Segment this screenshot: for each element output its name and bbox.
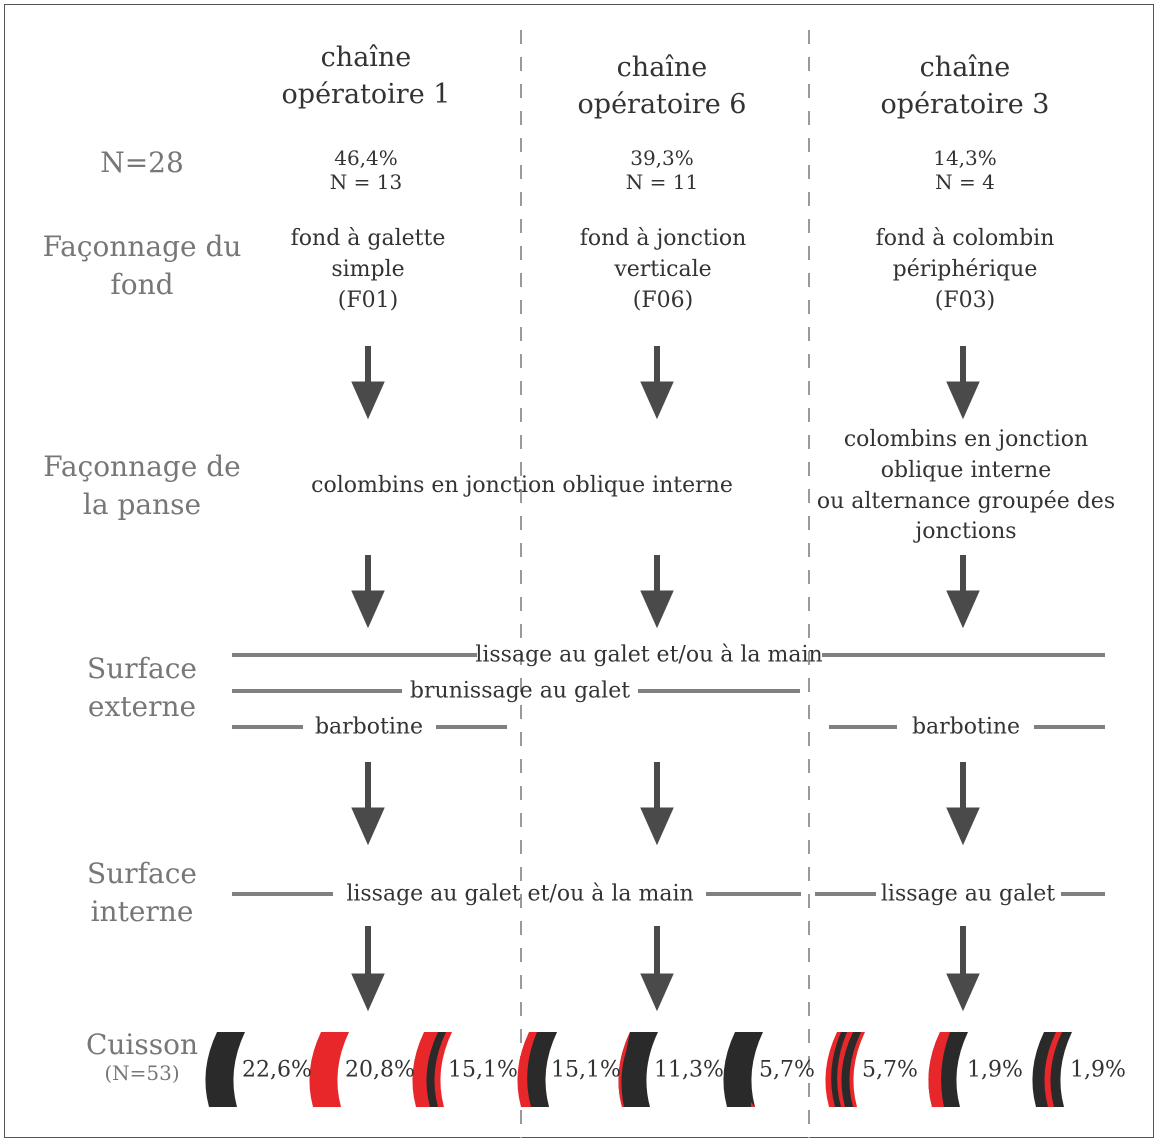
panse-shared: colombins en jonction oblique interne	[311, 473, 733, 498]
diagram-frame	[4, 4, 1154, 1138]
panse-col3-line3: ou alternance groupée des	[816, 488, 1116, 514]
fond-col6-line2: verticale	[614, 256, 712, 282]
cuisson-value-7: 5,7%	[862, 1057, 918, 1083]
row-label-panse: Façonnage de la panse	[43, 448, 240, 523]
row-label-externe: Surface externe	[87, 650, 197, 725]
externe-lissage-label: lissage au galet et/ou à la main	[475, 642, 823, 668]
arrow-1-fond	[351, 346, 385, 420]
row-label-cuisson-n: (N=53)	[104, 1060, 180, 1085]
arrow-3-fond	[946, 346, 980, 420]
cuisson-value-5: 11,3%	[654, 1057, 724, 1083]
fond-col6-code: (F06)	[632, 287, 694, 313]
arrow-6-fond	[640, 346, 674, 420]
externe-barbotine-1-label: barbotine	[314, 714, 424, 740]
arrow-1-externe	[351, 762, 385, 846]
sherd-red-inner-black-outer-icon	[928, 1032, 968, 1107]
fond-col1-line1: fond à galette	[290, 226, 446, 251]
column-3-n: N = 4	[935, 170, 995, 194]
cuisson-value-9: 1,9%	[1070, 1057, 1126, 1083]
sherd-black-thin-red-outer-icon	[618, 1032, 658, 1107]
arrow-6-interne	[640, 926, 674, 1012]
row-label-externe-line2: externe	[87, 689, 197, 723]
arrow-1-panse	[351, 555, 385, 629]
fond-col3-code: (F03)	[934, 287, 996, 313]
column-6-percent: 39,3%	[630, 146, 694, 170]
sherd-black-thin-red-stripe-icon	[1032, 1032, 1072, 1107]
fond-col3: fond à colombin périphérique (F03)	[876, 224, 1055, 316]
arrow-3-externe	[946, 762, 980, 846]
row-label-interne: Surface interne	[87, 855, 197, 930]
column-1-n: N = 13	[329, 170, 403, 194]
sherd-red-icon	[309, 1032, 349, 1107]
arrow-3-interne	[946, 926, 980, 1012]
sherd-red-outer-black-core-icon	[517, 1032, 557, 1107]
column-title-6: chaîne opératoire 6	[578, 50, 747, 123]
column-6-n: N = 11	[625, 170, 699, 194]
column-title-6-line2: opératoire 6	[577, 88, 747, 120]
cuisson-value-1: 22,6%	[242, 1057, 312, 1083]
row-label-panse-line1: Façonnage de	[43, 450, 241, 483]
sherd-black-thin-red-inner-icon	[723, 1032, 763, 1107]
column-6-stats: 39,3% N = 11	[626, 146, 698, 194]
column-title-3-line1: chaîne	[919, 52, 1011, 83]
fond-col1-code: (F01)	[337, 287, 399, 313]
row-label-total: N=28	[100, 146, 184, 179]
cuisson-value-2: 20,8%	[345, 1057, 415, 1083]
fond-col1: fond à galette simple (F01)	[291, 224, 446, 316]
sherd-black-icon	[205, 1032, 245, 1107]
fond-col6-line1: fond à jonction	[579, 226, 747, 251]
fond-col3-line1: fond à colombin	[875, 226, 1055, 251]
interne-lissage-galet-label: lissage au galet	[880, 881, 1056, 907]
row-label-fond-line2: fond	[110, 267, 174, 301]
column-3-percent: 14,3%	[933, 146, 997, 170]
row-label-fond-line1: Façonnage du	[42, 230, 242, 263]
column-3-stats: 14,3% N = 4	[933, 146, 997, 194]
column-title-6-line1: chaîne	[616, 52, 708, 83]
cuisson-value-3: 15,1%	[448, 1057, 518, 1083]
row-label-externe-line1: Surface	[87, 652, 197, 685]
column-title-1-line2: opératoire 1	[281, 78, 451, 110]
panse-col3-line4: jonctions	[915, 519, 1017, 545]
arrows	[351, 346, 980, 1012]
column-title-1: chaîne opératoire 1	[282, 40, 451, 113]
row-label-interne-line1: Surface	[87, 857, 197, 890]
column-title-1-line1: chaîne	[320, 42, 412, 73]
row-label-interne-line2: interne	[90, 894, 194, 928]
externe-brunissage-label: brunissage au galet	[409, 678, 631, 704]
column-1-stats: 46,4% N = 13	[330, 146, 402, 194]
cuisson-value-6: 5,7%	[759, 1057, 815, 1083]
interne-lissage-label: lissage au galet et/ou à la main	[346, 881, 694, 907]
sherd-red-black-stripes-icon	[825, 1032, 865, 1107]
fond-col1-line2: simple	[331, 256, 405, 282]
arrow-6-panse	[640, 555, 674, 629]
row-label-fond: Façonnage du fond	[43, 228, 242, 303]
sherd-red-black-inner-red-icon	[412, 1032, 452, 1107]
column-title-3: chaîne opératoire 3	[881, 50, 1050, 123]
fond-col3-line2: périphérique	[892, 256, 1038, 282]
externe-barbotine-3-label: barbotine	[911, 714, 1021, 740]
panse-col3-line2: oblique interne	[880, 457, 1052, 483]
cuisson-value-8: 1,9%	[967, 1057, 1023, 1083]
arrow-3-panse	[946, 555, 980, 629]
arrow-1-interne	[351, 926, 385, 1012]
row-label-cuisson-title: Cuisson	[85, 1028, 199, 1061]
column-title-3-line2: opératoire 3	[880, 88, 1050, 120]
fond-col6: fond à jonction verticale (F06)	[580, 224, 747, 316]
cuisson-value-4: 15,1%	[551, 1057, 621, 1083]
panse-col3-line1: colombins en jonction	[843, 427, 1089, 452]
row-label-cuisson: Cuisson (N=53)	[86, 1026, 198, 1086]
arrow-6-externe	[640, 762, 674, 846]
panse-col3: colombins en jonction oblique interne ou…	[817, 425, 1115, 548]
row-label-panse-line2: la panse	[82, 487, 202, 521]
column-1-percent: 46,4%	[334, 146, 398, 170]
